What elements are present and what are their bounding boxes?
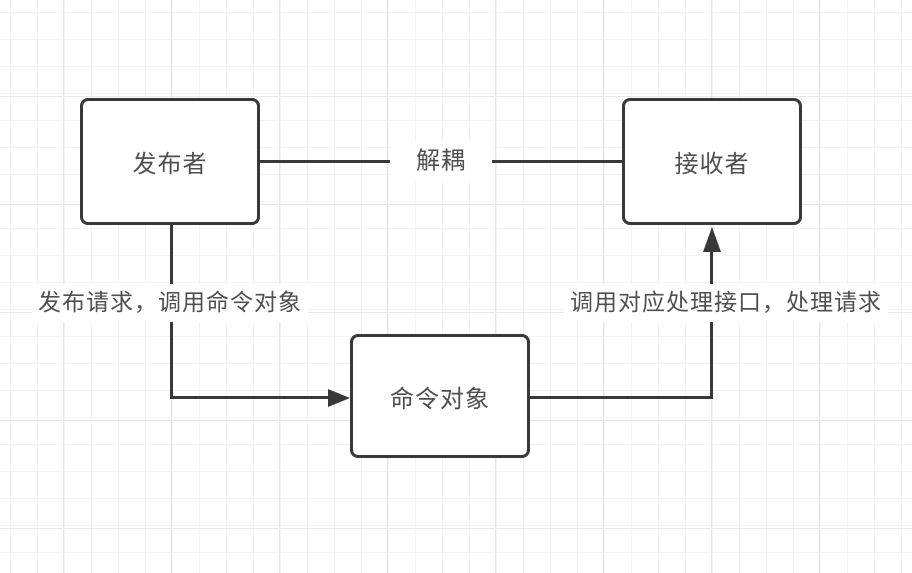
- invoke-handler-edge-label: 调用对应处理接口，处理请求: [564, 284, 888, 322]
- command-to-receiver-horizontal-line: [530, 396, 712, 399]
- decouple-edge-label: 解耦: [390, 142, 492, 180]
- command-object-node: 命令对象: [350, 334, 530, 458]
- publish-request-edge-label: 发布请求，调用命令对象: [32, 284, 308, 322]
- publisher-node: 发布者: [80, 98, 260, 225]
- arrowhead-into-command-icon: [328, 388, 350, 407]
- receiver-node-label: 接收者: [674, 151, 750, 178]
- receiver-node: 接收者: [622, 98, 802, 225]
- command-to-receiver-vertical-line: [710, 250, 713, 399]
- command-object-node-label: 命令对象: [390, 385, 490, 413]
- publisher-node-label: 发布者: [132, 151, 208, 178]
- publisher-to-command-horizontal-line: [170, 396, 330, 399]
- arrowhead-into-receiver-icon: [702, 227, 721, 252]
